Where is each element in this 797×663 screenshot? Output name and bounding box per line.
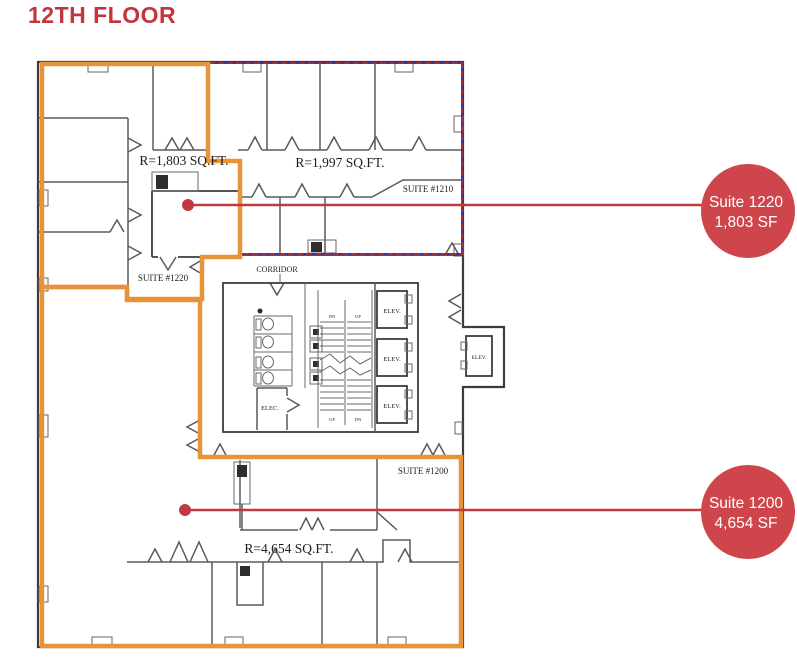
toilet-icons [255, 317, 274, 385]
suite-1200-outline [39, 284, 464, 649]
suite-1210-boundary [209, 62, 463, 255]
label-elev-freight: ELEV. [472, 355, 487, 361]
door-swings [109, 135, 462, 563]
freight-elevator [465, 335, 493, 377]
label-elev-3: ELEV. [383, 403, 401, 410]
badge-circle-1220 [701, 164, 795, 258]
sink-icons [309, 325, 323, 385]
label-stair-up-bottom: UP [329, 417, 335, 422]
label-area-1220: R=1,803 SQ.FT. [139, 153, 228, 168]
badge-suite-1200: Suite 1200 [709, 495, 783, 512]
label-stair-up-top: UP [355, 314, 361, 319]
badge-circle-1200 [701, 465, 795, 559]
badge-suite-1220: Suite 1220 [709, 194, 783, 211]
callout-suite-1200: Suite 1200 4,654 SF [179, 465, 795, 559]
label-elev-2: ELEV. [383, 356, 401, 363]
label-area-1210: R=1,997 SQ.FT. [295, 155, 384, 170]
leader-dot-1200 [179, 504, 191, 516]
label-suite-1220: SUITE #1220 [138, 273, 189, 283]
label-stair-dn-bottom: DN [355, 417, 362, 422]
label-area-1200: R=4,654 SQ.FT. [244, 541, 333, 556]
label-suite-1210: SUITE #1210 [403, 184, 454, 194]
core [222, 274, 493, 433]
label-elev-1: ELEV. [383, 308, 401, 315]
callout-suite-1220: Suite 1220 1,803 SF [182, 164, 795, 258]
label-stair-dn-top: DN [329, 314, 336, 319]
page-title: 12TH FLOOR [28, 2, 177, 28]
badge-area-1200: 4,654 SF [715, 515, 778, 532]
badge-area-1220: 1,803 SF [715, 214, 778, 231]
label-corridor: CORRIDOR [256, 265, 298, 274]
label-suite-1200: SUITE #1200 [398, 466, 449, 476]
plan-labels: R=1,803 SQ.FT. R=1,997 SQ.FT. SUITE #121… [138, 153, 487, 556]
elevator-shafts [376, 290, 413, 424]
label-elec: ELEC. [261, 405, 279, 412]
leader-dot-1220 [182, 199, 194, 211]
